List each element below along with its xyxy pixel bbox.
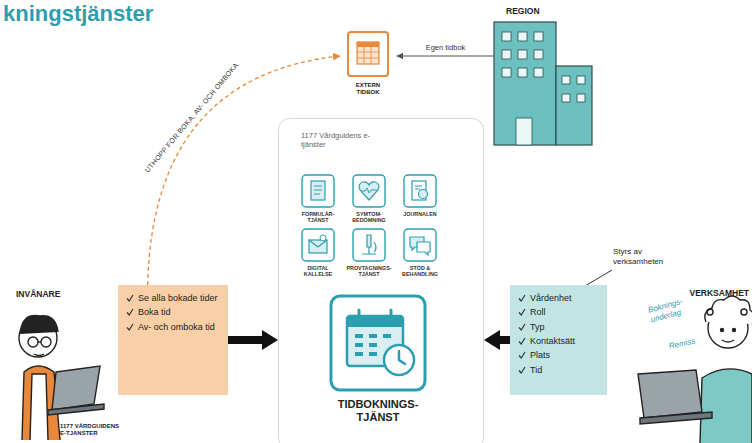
region-label: REGION: [506, 6, 594, 16]
free-label: Remiss: [668, 336, 696, 351]
check-mark: [126, 308, 134, 316]
tile-label: JOURNALEN: [395, 211, 445, 217]
node-tile: SYMTOM- BEDÖMNING: [344, 174, 394, 223]
list-text: Se alla bokade tider: [138, 293, 218, 303]
free-label: INVÅNARE: [16, 289, 60, 299]
node-ext: EXTERN TIDBOK: [341, 30, 395, 96]
check-mark: [126, 294, 134, 302]
service-icon: [403, 174, 437, 208]
check-mark: [518, 308, 526, 316]
check-mark: [518, 294, 526, 302]
block-arrow: [222, 330, 278, 350]
check-mark: [518, 337, 526, 345]
list-text: Kontaktsätt: [530, 336, 575, 346]
node-tile: DIGITAL KALLELSE: [293, 228, 343, 277]
page-title: kningstjänster: [3, 1, 153, 27]
node-label: EXTERN TIDBOK: [351, 82, 385, 96]
node-list: Se alla bokade tiderBoka tidAv- och ombo…: [118, 285, 228, 395]
free-label: 1177 VÅRDGUIDENS E-TJÄNSTER: [60, 423, 126, 437]
list-item: Kontaktsätt: [518, 336, 601, 346]
service-icon: [352, 174, 386, 208]
node-tile: FORMULÄR- TJÄNST: [293, 174, 343, 223]
list-text: Boka tid: [138, 307, 171, 317]
tile-label: SYMTOM- BEDÖMNING: [344, 211, 394, 223]
panel-heading: 1177 Vårdguidens e-tjänster: [301, 131, 379, 150]
tile-label: FORMULÄR- TJÄNST: [293, 211, 343, 223]
list-item: Se alla bokade tider: [126, 293, 222, 303]
check-mark: [518, 323, 526, 331]
list-text: Vårdenhet: [530, 293, 572, 303]
service-icon: [403, 228, 437, 262]
list-item: Plats: [518, 350, 601, 360]
list-item: Av- och omboka tid: [126, 322, 222, 332]
tile-title: TIDBOKNINGS- TJÄNST: [330, 398, 426, 424]
tile-label: STÖD & BEHANDLING: [395, 265, 445, 277]
check-mark: [518, 366, 526, 374]
free-label: VERKSAMHET: [689, 288, 749, 298]
list-text: Plats: [530, 350, 550, 360]
check-mark: [518, 351, 526, 359]
free-label: Boknings- underlag: [647, 294, 698, 325]
connector: [397, 55, 494, 56]
booking-icon: [329, 294, 427, 392]
node-tile: STÖD & BEHANDLING: [395, 228, 445, 277]
check-mark: [126, 323, 134, 331]
tile-label: DIGITAL KALLELSE: [293, 265, 343, 277]
list-text: Av- och omboka tid: [138, 322, 215, 332]
node-panel: 1177 Vårdguidens e-tjänsterFORMULÄR- TJÄ…: [278, 118, 484, 443]
free-label: Styrs av verksamheten: [613, 247, 685, 266]
tile-label: PROVTAGNINGS- TJÄNST: [344, 265, 394, 277]
list-item: Vårdenhet: [518, 293, 601, 303]
edge-label: UTHOPP FÖR BOKA, AV- OCH OMBOKA: [142, 60, 241, 175]
node-tile: JOURNALEN: [395, 174, 445, 217]
edge-label: Egen tidbok: [424, 43, 468, 52]
list-text: Typ: [530, 322, 545, 332]
list-item: Tid: [518, 365, 601, 375]
service-icon: [301, 228, 335, 262]
calendar-icon: [346, 30, 390, 78]
node-list: VårdenhetRollTypKontaktsättPlatsTid: [510, 285, 607, 395]
building: [494, 22, 592, 145]
node-tile: PROVTAGNINGS- TJÄNST: [344, 228, 394, 277]
list-text: Roll: [530, 307, 546, 317]
citizen-figure: [19, 315, 104, 440]
service-icon: [352, 228, 386, 262]
list-item: Typ: [518, 322, 601, 332]
list-text: Tid: [530, 365, 542, 375]
list-item: Boka tid: [126, 307, 222, 317]
service-icon: [301, 174, 335, 208]
node-region: REGION: [494, 4, 594, 146]
list-item: Roll: [518, 307, 601, 317]
node-big: TIDBOKNINGS- TJÄNST: [323, 294, 433, 424]
